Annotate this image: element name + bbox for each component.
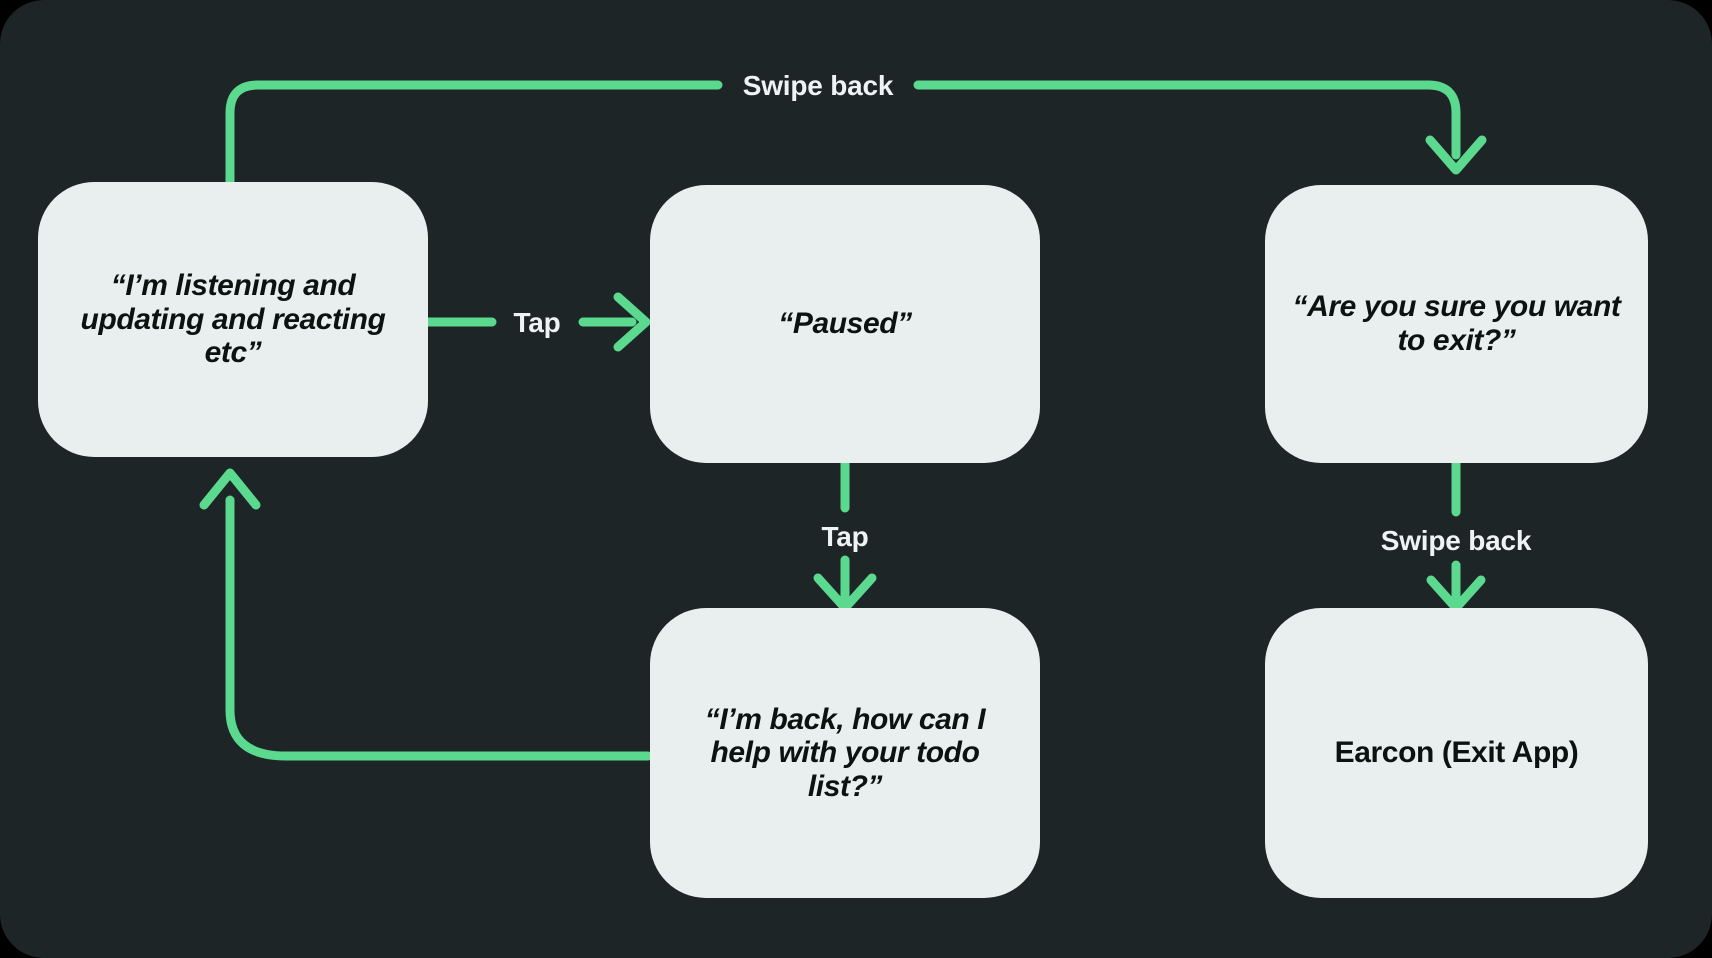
edge-label-swipe-back-top: Swipe back [742, 70, 894, 101]
edge-imback-to-listening-line [225, 495, 653, 761]
edge-imback-to-listening-arrowhead [199, 468, 261, 510]
edge-listening-to-areyousure-arrowhead [1425, 135, 1487, 175]
node-are-you-sure[interactable]: “Are you sure you want to exit?” [1265, 185, 1648, 463]
edge-listening-to-areyousure-line [225, 80, 723, 187]
node-paused-label: “Paused” [778, 307, 912, 341]
node-im-back-label: “I’m back, how can I help with your todo… [704, 702, 986, 803]
node-earcon-label: Earcon (Exit App) [1334, 736, 1579, 770]
edge-listening-to-areyousure-line2 [913, 80, 1461, 160]
node-earcon[interactable]: Earcon (Exit App) [1265, 608, 1648, 898]
node-listening[interactable]: “I’m listening and updating and reacting… [38, 182, 428, 457]
edge-label-tap-horizontal: Tap [513, 307, 561, 338]
node-im-back[interactable]: “I’m back, how can I help with your todo… [650, 608, 1040, 898]
edge-listening-to-paused-arrowhead [613, 292, 651, 352]
node-paused[interactable]: “Paused” [650, 185, 1040, 463]
edge-label-tap-vertical: Tap [821, 521, 869, 552]
node-listening-label: “I’m listening and updating and reacting… [80, 269, 386, 370]
edge-label-swipe-back-right: Swipe back [1380, 525, 1532, 556]
node-are-you-sure-label: “Are you sure you want to exit?” [1292, 290, 1621, 357]
